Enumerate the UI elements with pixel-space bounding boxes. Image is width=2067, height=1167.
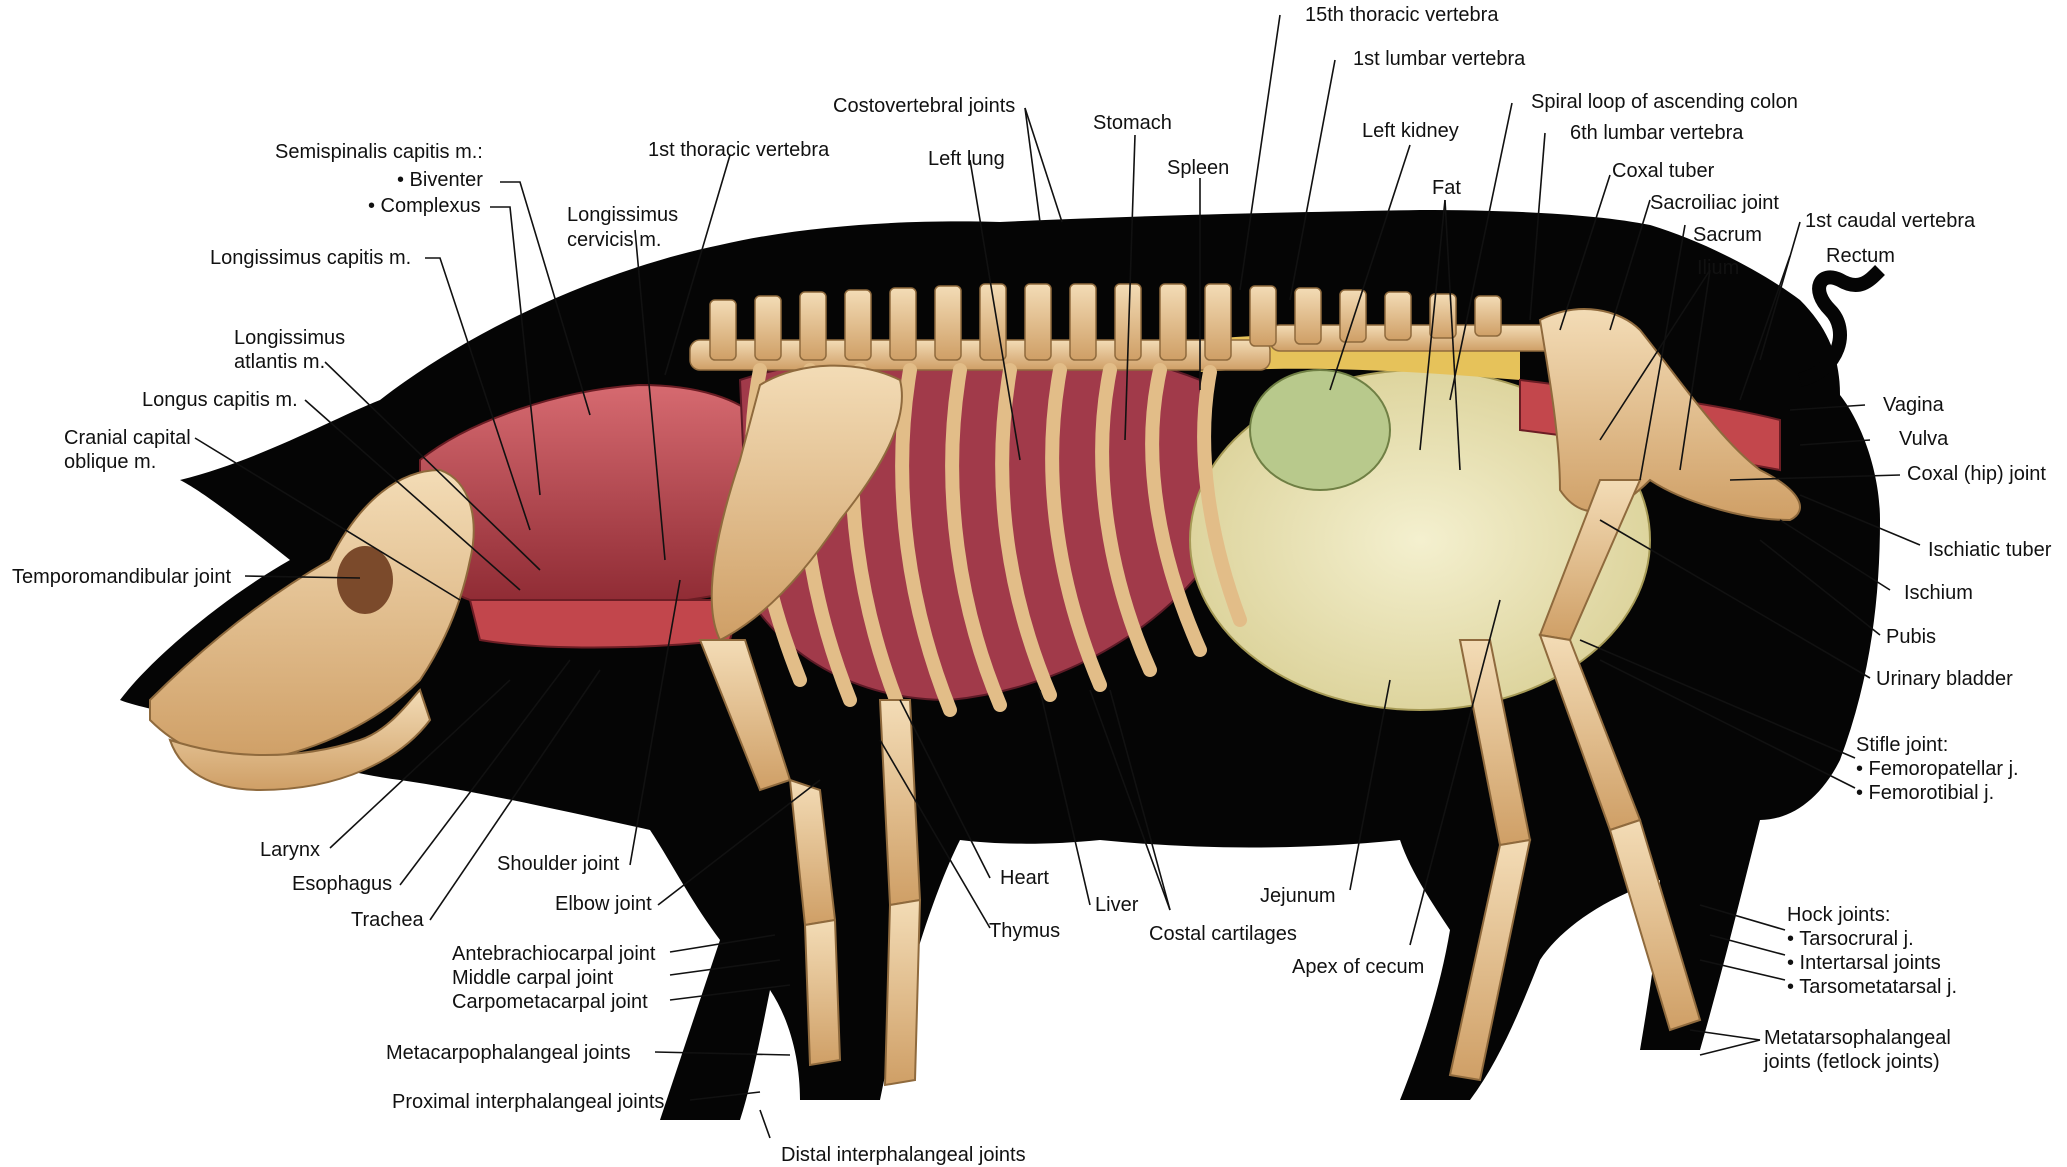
label-left-lung: Left lung (928, 147, 1005, 171)
label-l1: 1st lumbar vertebra (1353, 47, 1525, 71)
label-temporomandibular: Temporomandibular joint (12, 565, 231, 589)
label-coxal-hip: Coxal (hip) joint (1907, 462, 2046, 486)
label-urinary-bladder: Urinary bladder (1876, 667, 2013, 691)
label-heart: Heart (1000, 866, 1049, 890)
label-cranial-oblique-2: oblique m. (64, 450, 156, 474)
label-middle-carpal: Middle carpal joint (452, 966, 613, 990)
label-esophagus: Esophagus (292, 872, 392, 896)
label-costovertebral: Costovertebral joints (833, 94, 1015, 118)
label-spiral-loop: Spiral loop of ascending colon (1531, 90, 1798, 114)
label-longus-capitis: Longus capitis m. (142, 388, 298, 412)
label-l6: 6th lumbar vertebra (1570, 121, 1743, 145)
label-liver: Liver (1095, 893, 1138, 917)
orbit (337, 546, 393, 614)
label-larynx: Larynx (260, 838, 320, 862)
label-longissimus-capitis: Longissimus capitis m. (210, 246, 411, 270)
label-complexus: • Complexus (368, 194, 481, 218)
label-costal-cartilages: Costal cartilages (1149, 922, 1297, 946)
label-hock: Hock joints: (1787, 903, 1890, 927)
label-tarsocrural: • Tarsocrural j. (1787, 927, 1914, 951)
label-apex-cecum: Apex of cecum (1292, 955, 1424, 979)
label-shoulder: Shoulder joint (497, 852, 619, 876)
label-vulva: Vulva (1899, 427, 1948, 451)
label-metacarpophalangeal: Metacarpophalangeal joints (386, 1041, 631, 1065)
label-elbow: Elbow joint (555, 892, 652, 916)
label-ischiatic-tuber: Ischiatic tuber (1928, 538, 2051, 562)
label-semispinalis: Semispinalis capitis m.: (275, 140, 483, 164)
label-t15: 15th thoracic vertebra (1305, 3, 1498, 27)
label-stifle: Stifle joint: (1856, 733, 1948, 757)
label-sacroiliac: Sacroiliac joint (1650, 191, 1779, 215)
label-rectum: Rectum (1826, 244, 1895, 268)
label-jejunum: Jejunum (1260, 884, 1336, 908)
label-thymus: Thymus (989, 919, 1060, 943)
label-trachea: Trachea (351, 908, 424, 932)
label-pubis: Pubis (1886, 625, 1936, 649)
label-intertarsal: • Intertarsal joints (1787, 951, 1941, 975)
label-first-caudal: 1st caudal vertebra (1805, 209, 1975, 233)
label-longissimus-atlantis-1: Longissimus (234, 326, 345, 350)
label-coxal-tuber: Coxal tuber (1612, 159, 1714, 183)
label-vagina: Vagina (1883, 393, 1944, 417)
label-longissimus-cervicis-2: cervicis m. (567, 228, 661, 252)
label-longissimus-atlantis-2: atlantis m. (234, 350, 325, 374)
label-first-thoracic: 1st thoracic vertebra (648, 138, 829, 162)
label-proximal-ip: Proximal interphalangeal joints (392, 1090, 664, 1114)
label-longissimus-cervicis-1: Longissimus (567, 203, 678, 227)
label-tarsometatarsal: • Tarsometatarsal j. (1787, 975, 1957, 999)
label-fat: Fat (1432, 176, 1461, 200)
label-left-kidney: Left kidney (1362, 119, 1459, 143)
label-stomach: Stomach (1093, 111, 1172, 135)
label-ischium: Ischium (1904, 581, 1973, 605)
label-femorotibial: • Femorotibial j. (1856, 781, 1994, 805)
label-cranial-oblique-1: Cranial capital (64, 426, 191, 450)
label-spleen: Spleen (1167, 156, 1229, 180)
label-ilium: Ilium (1697, 256, 1739, 280)
label-sacrum: Sacrum (1693, 223, 1762, 247)
label-distal-ip: Distal interphalangeal joints (781, 1143, 1026, 1167)
label-carpometacarpal: Carpometacarpal joint (452, 990, 648, 1014)
label-biventer: • Biventer (397, 168, 483, 192)
colon-spiral (1250, 370, 1390, 490)
label-femoropatellar: • Femoropatellar j. (1856, 757, 2019, 781)
label-metatarsophalangeal-2: joints (fetlock joints) (1764, 1050, 1940, 1074)
label-antebrachiocarpal: Antebrachiocarpal joint (452, 942, 655, 966)
label-metatarsophalangeal-1: Metatarsophalangeal (1764, 1026, 1951, 1050)
